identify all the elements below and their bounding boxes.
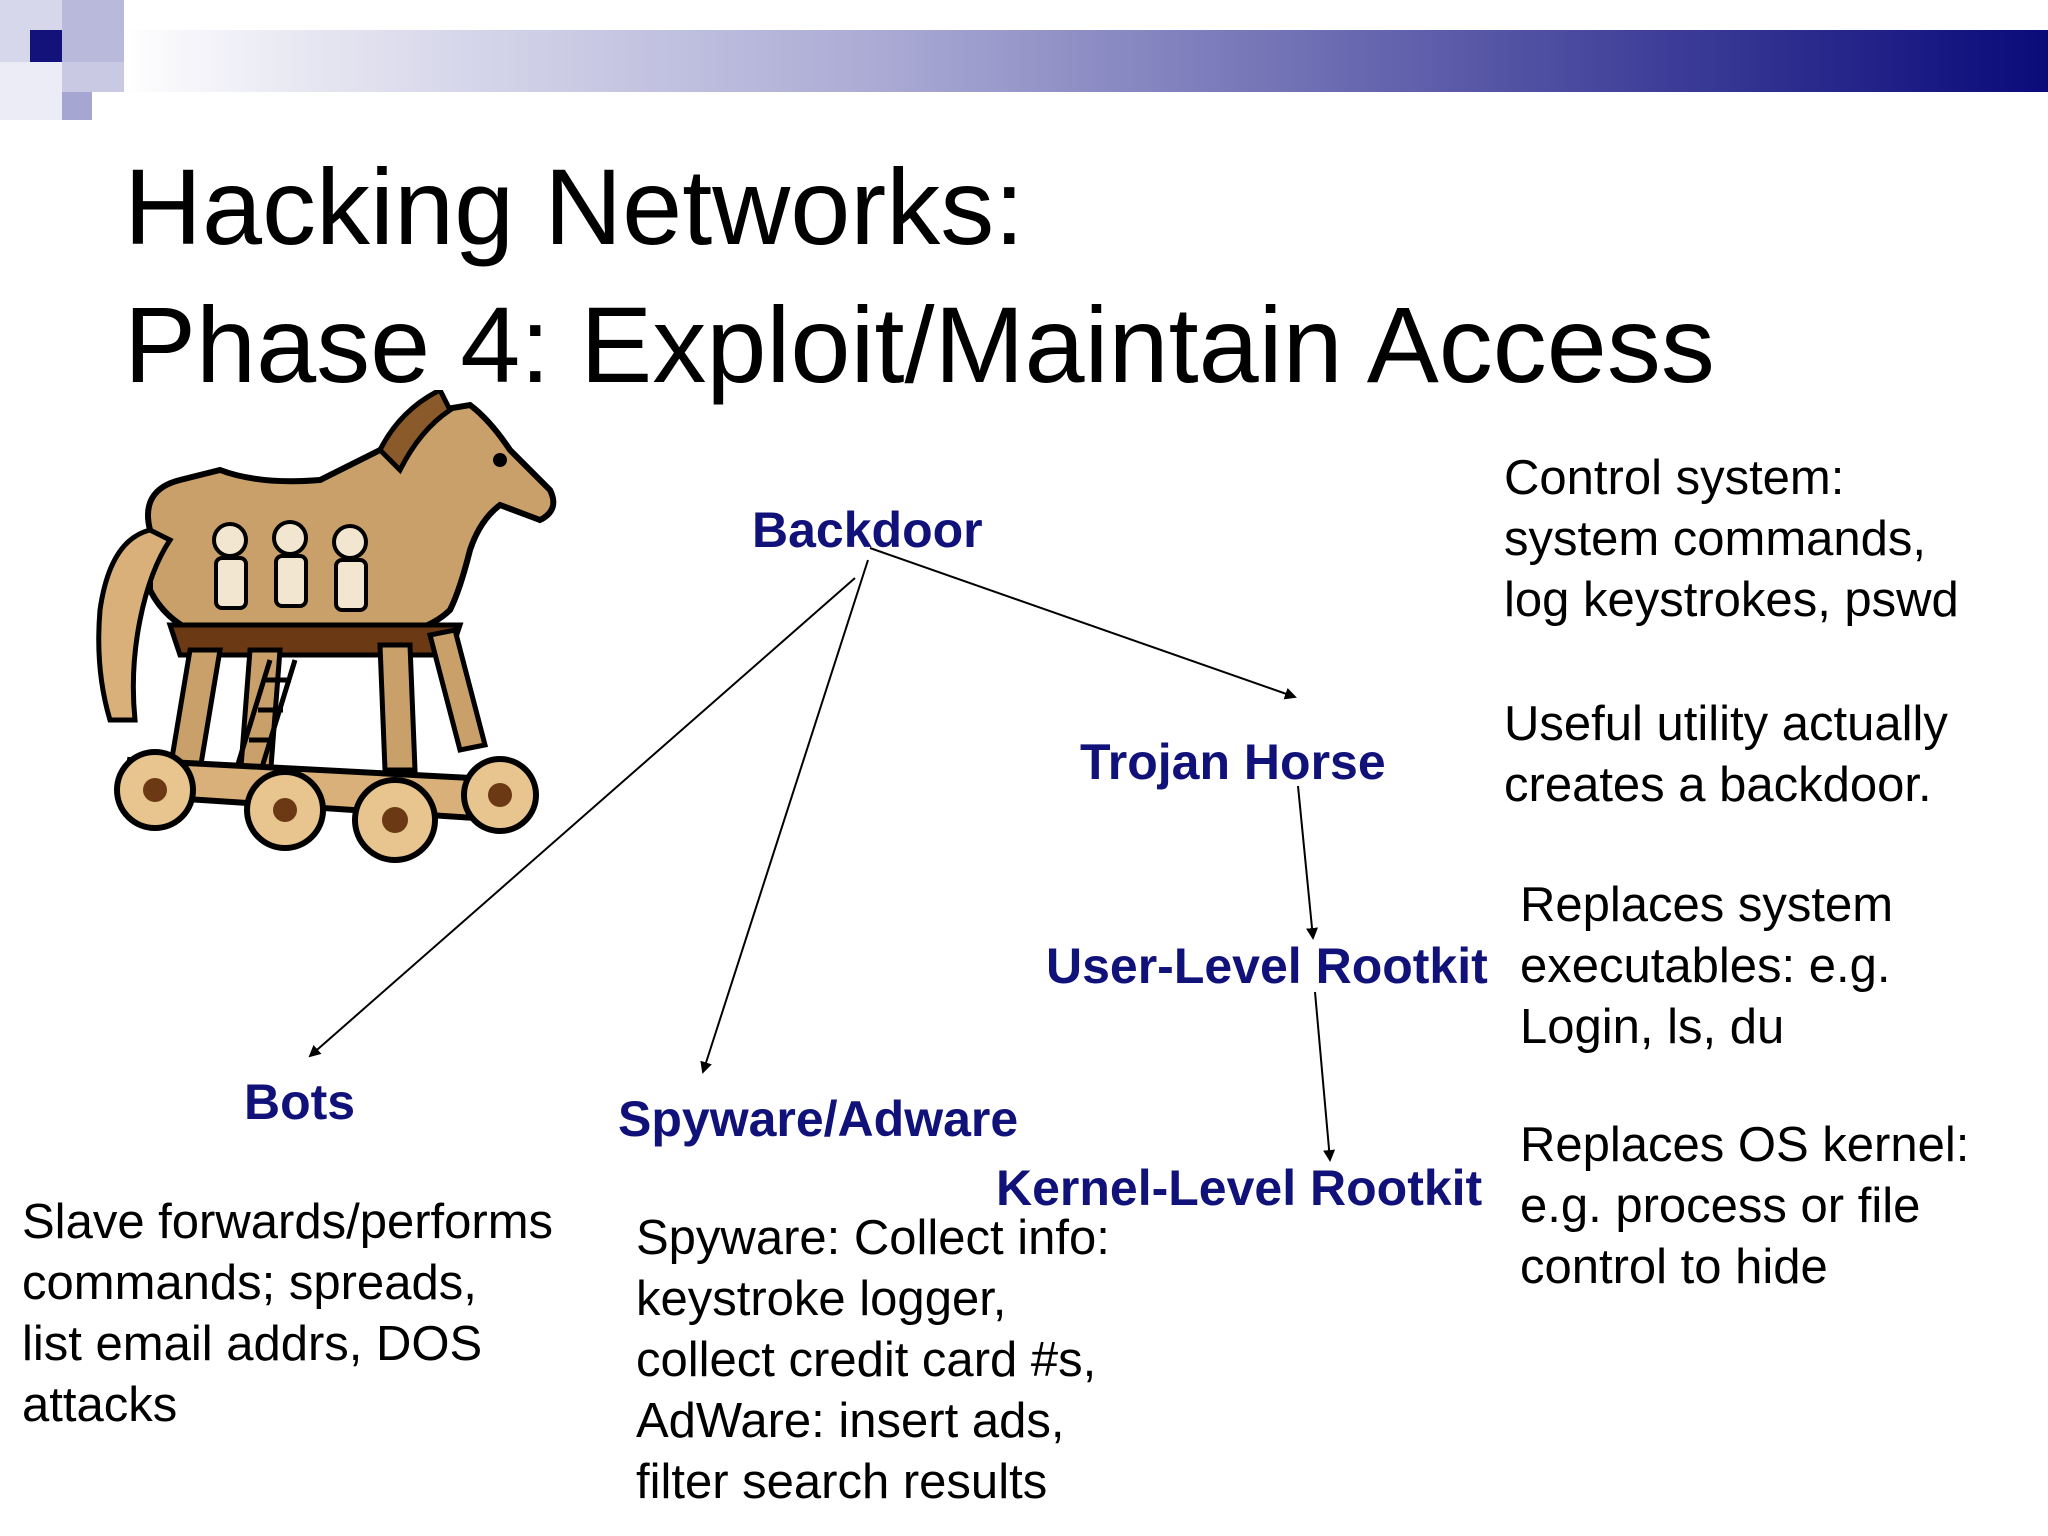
desc-bots: Slave forwards/performs commands; spread…	[22, 1192, 553, 1436]
title-line-1: Hacking Networks:	[124, 146, 1025, 267]
header-square-4	[62, 62, 124, 92]
header-square-2	[62, 0, 124, 62]
header-square-3	[30, 30, 62, 62]
desc-kernel-rootkit-line: control to hide	[1520, 1240, 1828, 1294]
desc-bots-line: attacks	[22, 1378, 178, 1432]
desc-trojan-horse: Useful utility actually creates a backdo…	[1504, 694, 1948, 816]
arrow-backdoor-to-trojan	[869, 547, 1297, 700]
header-square-5	[0, 62, 62, 120]
node-bots: Bots	[244, 1074, 356, 1130]
node-trojan-horse: Trojan Horse	[1080, 734, 1386, 790]
title-line-2: Phase 4: Exploit/Maintain Access	[124, 284, 1715, 405]
desc-spyware-adware: Spyware: Collect info: keystroke logger,…	[636, 1208, 1110, 1513]
desc-kernel-level-rootkit: Replaces OS kernel: e.g. process or file…	[1520, 1115, 1969, 1298]
header-square-6	[62, 92, 92, 120]
desc-kernel-rootkit-line: e.g. process or file	[1520, 1179, 1921, 1233]
arrow-trojan-to-user-rootkit	[1297, 785, 1318, 940]
desc-trojan-line: creates a backdoor.	[1504, 758, 1932, 812]
desc-bots-line: list email addrs, DOS	[22, 1317, 483, 1371]
desc-spyware-line: collect credit card #s,	[636, 1333, 1097, 1387]
desc-trojan-line: Useful utility actually	[1504, 697, 1948, 751]
desc-spyware-line: keystroke logger,	[636, 1272, 1007, 1326]
desc-backdoor-line: Control system:	[1504, 451, 1845, 505]
desc-user-rootkit-line: executables: e.g.	[1520, 939, 1891, 993]
slide-title: Hacking Networks: Phase 4: Exploit/Maint…	[124, 138, 1715, 414]
desc-user-rootkit-line: Replaces system	[1520, 878, 1894, 932]
desc-backdoor-line: log keystrokes, pswd	[1504, 573, 1959, 627]
desc-spyware-line: Spyware: Collect info:	[636, 1211, 1110, 1265]
trojan-horse-illustration	[96, 390, 557, 863]
desc-user-level-rootkit: Replaces system executables: e.g. Login,…	[1520, 875, 1893, 1058]
arrow-backdoor-to-bots	[308, 577, 856, 1058]
node-user-level-rootkit: User-Level Rootkit	[1046, 938, 1488, 994]
desc-backdoor: Control system: system commands, log key…	[1504, 448, 1959, 631]
node-backdoor: Backdoor	[752, 502, 983, 558]
desc-kernel-rootkit-line: Replaces OS kernel:	[1520, 1118, 1970, 1172]
arrow-backdoor-to-spyware	[700, 559, 869, 1074]
desc-backdoor-line: system commands,	[1504, 512, 1927, 566]
header-gradient-band	[120, 30, 2048, 92]
desc-spyware-line: filter search results	[636, 1455, 1048, 1509]
desc-user-rootkit-line: Login, ls, du	[1520, 1000, 1785, 1054]
arrow-user-to-kernel-rootkit	[1314, 991, 1336, 1162]
node-spyware-adware: Spyware/Adware	[618, 1091, 1019, 1147]
node-kernel-level-rootkit: Kernel-Level Rootkit	[996, 1160, 1483, 1216]
desc-bots-line: Slave forwards/performs	[22, 1195, 554, 1249]
desc-spyware-line: AdWare: insert ads,	[636, 1394, 1065, 1448]
desc-bots-line: commands; spreads,	[22, 1256, 477, 1310]
